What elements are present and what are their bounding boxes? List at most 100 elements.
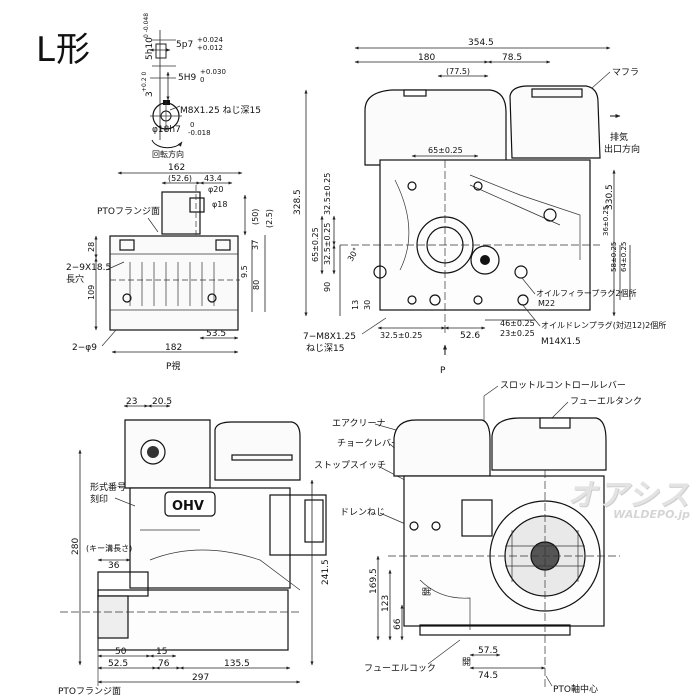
side-w-50: 50	[115, 647, 127, 657]
side-h-241-5: 241.5	[321, 559, 331, 585]
top-d-65: 65±0.25	[428, 146, 463, 155]
keyway-depth-tol: +0.2 0	[141, 72, 148, 92]
pto-ribs	[129, 262, 215, 306]
top-d-36: 36±0.25	[602, 206, 610, 236]
shaft-dia-tol-lower: -0.018	[188, 129, 211, 137]
pto-d-20: φ20	[208, 185, 223, 194]
pto-holes-label: 2−φ9	[72, 343, 97, 353]
model-label-2: 刻印	[90, 493, 108, 505]
pto-w-43-4: 43.4	[204, 174, 222, 183]
top-h-330-5: 330.5	[605, 184, 615, 210]
throttle-label: スロットルコントロールレバー	[500, 380, 626, 391]
stop-switch-label: ストップスイッチ	[314, 460, 386, 471]
side-view: 23 20.5 OHV 形式番号 刻印 (キー溝長さ) 36 280 241.5	[58, 397, 331, 697]
pto-center-label: PTO軸中心	[553, 683, 598, 695]
tap-label: M8X1.25 ねじ深15	[180, 105, 261, 116]
key-depth-tol-upper: +0.024	[197, 36, 223, 44]
top-w-180: 180	[418, 53, 435, 63]
exhaust-label-1: 排気	[610, 131, 628, 143]
top-h-13: 13	[351, 300, 360, 310]
pto-w-162: 162	[168, 163, 185, 173]
side-w-20-5: 20.5	[152, 397, 172, 407]
top-w-52-6: 52.6	[460, 331, 480, 341]
side-h-280: 280	[71, 538, 81, 555]
top-h-30: 30	[363, 300, 372, 310]
page-title: L形	[36, 30, 91, 70]
side-w-297: 297	[192, 673, 209, 683]
ohv-label: OHV	[172, 499, 204, 514]
open-label-2: 開	[462, 657, 471, 668]
pto-h-37: 37	[251, 240, 260, 250]
exhaust-label-2: 出口方向	[604, 143, 640, 155]
keyway-width-tol-lower: 0	[200, 76, 204, 84]
front-w-57-5: 57.5	[478, 646, 498, 656]
pto-h-109: 109	[87, 285, 96, 300]
side-key-len: (キー溝長さ)	[86, 543, 132, 553]
top-d-32-5b: 32.5±0.25	[323, 223, 332, 265]
keyway-width-label: 5H9	[178, 73, 196, 83]
top-d-46: 46±0.25	[500, 319, 535, 328]
keyway-width-tol-upper: +0.030	[200, 68, 226, 76]
watermark-main: オアシス	[567, 478, 690, 513]
key-width-label: 5h10	[145, 37, 155, 60]
watermark-sub: WALDEPO.jp	[613, 508, 690, 521]
pto-h-9-5: 9.5	[240, 265, 249, 278]
front-h-169-5: 169.5	[369, 568, 379, 594]
pto-view: 162 (52.6) 43.4 φ20 φ18 PTOフランジ面 (50) (2…	[66, 163, 274, 372]
pto-h-50: (50)	[251, 209, 260, 225]
pto-d-18: φ18	[212, 200, 227, 209]
air-cleaner-label: エアクリーナ	[332, 418, 386, 429]
top-d-64: 64±0.25	[620, 242, 628, 272]
top-d-32-5c: 32.5±0.25	[380, 331, 422, 340]
top-w-78-5: 78.5	[502, 53, 522, 63]
side-w-135-5: 135.5	[224, 659, 250, 669]
m22-label: M22	[538, 299, 555, 308]
rotation-label: 回転方向	[152, 149, 184, 159]
drain-label: ドレンねじ	[340, 507, 385, 518]
pto-slot-note: 長穴	[66, 273, 84, 285]
pto-h-80: 80	[252, 280, 261, 290]
front-w-74-5: 74.5	[478, 671, 498, 681]
top-h-328-5: 328.5	[293, 189, 303, 215]
pto-flange-face-label: PTOフランジ面	[97, 206, 160, 217]
side-w-23: 23	[126, 397, 137, 407]
top-taps-depth: ねじ深15	[306, 343, 344, 354]
model-label-1: 形式番号	[90, 481, 126, 493]
pto-w-182: 182	[165, 343, 182, 353]
pto-w-52-6: (52.6)	[168, 174, 192, 183]
pto-h-2-5: (2.5)	[265, 209, 274, 228]
pto-w-53-5: 53.5	[206, 329, 226, 339]
watermark-logo: オアシス WALDEPO.jp	[567, 470, 690, 521]
top-taps-label: 7−M8X1.25	[303, 332, 356, 342]
front-h-66: 66	[393, 618, 403, 630]
shaft-dia-tol-upper: 0	[190, 121, 194, 129]
key-depth-tol-lower: +0.012	[197, 44, 223, 52]
shaft-detail: 5h10 0 -0.048 5p7 +0.024 +0.012 5H9 +0.0…	[141, 13, 261, 159]
side-w-76: 76	[158, 659, 170, 669]
open-label-1: 開	[422, 587, 433, 596]
side-w-15: 15	[156, 647, 167, 657]
top-d-65b: 65±0.25	[311, 227, 320, 262]
key-depth-label: 5p7	[176, 40, 193, 50]
fuel-cock-label: フューエルコック	[364, 663, 436, 674]
oil-filler-label: オイルフィラープラグ2個所	[536, 288, 636, 298]
top-h-90: 90	[323, 282, 332, 292]
side-w-36: 36	[108, 561, 120, 571]
side-w-52-5: 52.5	[108, 659, 128, 669]
muffler-label: マフラ	[612, 67, 639, 78]
pto-slot-label: 2−9X18.5	[66, 263, 111, 273]
shaft-dia-label: φ18h7	[152, 125, 181, 135]
top-view: 354.5 180 78.5 (77.5) マフラ 排気 出口方向	[293, 38, 666, 376]
top-d-23: 23±0.25	[500, 329, 535, 338]
fuel-tank-label: フューエルタンク	[570, 396, 642, 407]
choke-label: チョークレバー	[337, 438, 400, 449]
top-p-label: P	[440, 366, 446, 376]
oil-drain-label: オイルドレンプラグ(対辺12)2個所	[541, 320, 666, 330]
m14-label: M14X1.5	[541, 337, 581, 347]
pto-h-28: 28	[87, 242, 96, 252]
top-w-354-5: 354.5	[468, 38, 494, 48]
pto-p-view: P視	[166, 360, 180, 372]
keyway-depth-label: 3	[145, 91, 155, 97]
side-flange-face: PTOフランジ面	[58, 686, 121, 697]
